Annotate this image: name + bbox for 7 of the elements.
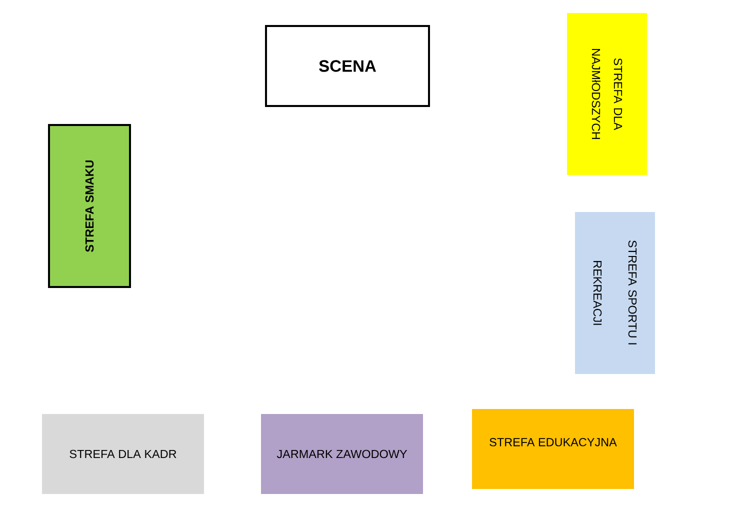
zone-box: STREFA DLA KADR — [42, 414, 204, 494]
zone-box: STREFA EDUKACYJNA — [472, 409, 634, 489]
zone-box: STREFA SPORTU I REKREACJI — [575, 212, 655, 374]
zone-box: JARMARK ZAWODOWY — [261, 414, 423, 494]
zone-box: STREFA SMAKU — [48, 124, 131, 288]
stage-box: SCENA — [265, 25, 430, 107]
zone-box: STREFA DLA NAJMłODSZYCH — [567, 13, 647, 175]
